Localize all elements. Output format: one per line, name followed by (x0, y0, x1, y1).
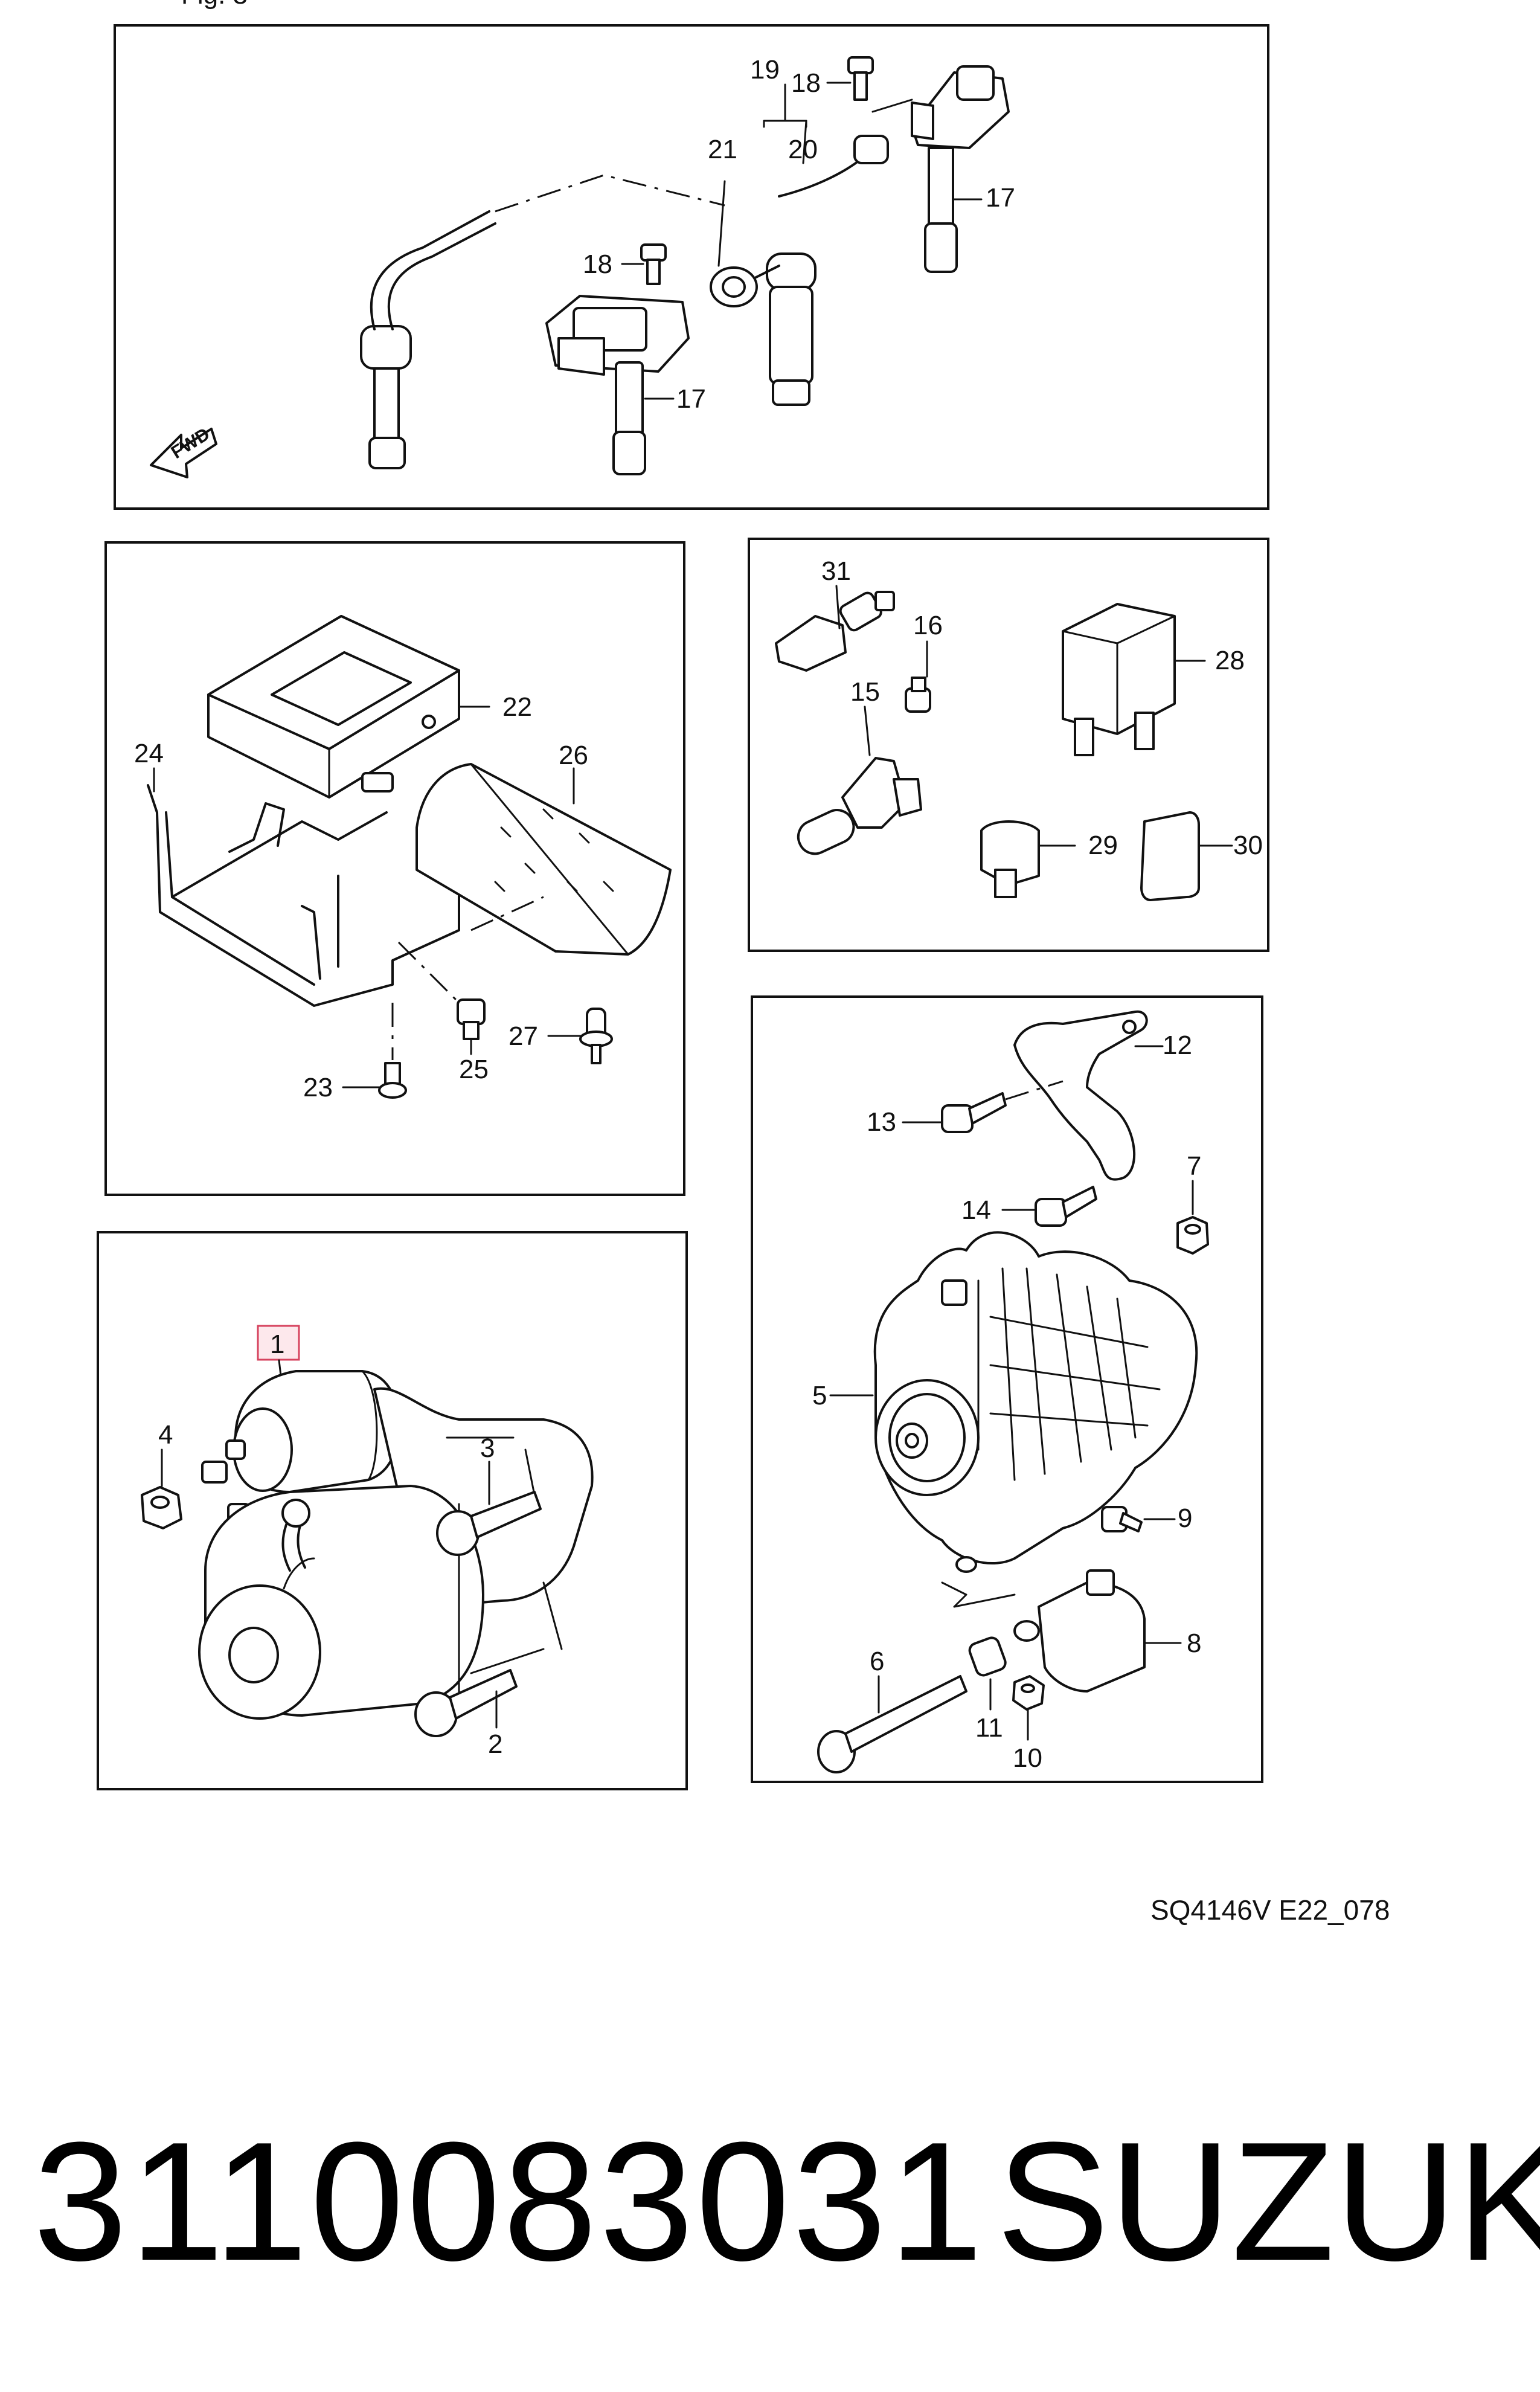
bolt-25 (397, 941, 486, 1055)
bulb-15 (797, 706, 922, 855)
bolt-6 (817, 1675, 967, 1773)
clip-27 (547, 1008, 613, 1064)
plug-boot-center (710, 180, 817, 406)
callout-17-lower: 17 (676, 384, 706, 414)
nut-4 (141, 1448, 182, 1529)
diagram-code: SQ4146V E22_078 (1150, 1894, 1390, 1926)
ecu-panel-frame (104, 541, 685, 1196)
parts-diagram-page: Fig. 3 FWD (97, 0, 1390, 1926)
sensor-31 (775, 585, 895, 672)
callout-31: 31 (821, 556, 851, 586)
cover-30 (1140, 811, 1233, 901)
starter-panel-frame (97, 1231, 688, 1790)
part-number: 3110083031 (33, 2107, 986, 2296)
callout-13: 13 (867, 1107, 896, 1137)
callout-1-highlight-box (257, 1325, 300, 1361)
mount-8 (1013, 1569, 1182, 1693)
ecu-panel: 22 24 26 27 25 23 (104, 541, 685, 1196)
bolt-9 (1101, 1506, 1176, 1532)
callout-12: 12 (1163, 1030, 1192, 1060)
callout-17-upper: 17 (986, 183, 1015, 213)
exploded-parts-diagram: Fig. 3 FWD (97, 0, 1390, 1926)
product-footer (0, 1993, 1540, 2392)
spark-plug-wire-left (360, 174, 725, 469)
callout-9: 9 (1178, 1503, 1192, 1533)
callout-4: 4 (158, 1420, 173, 1450)
ecu-module (207, 615, 490, 799)
bushing-11 (968, 1636, 1007, 1711)
callout-24: 24 (134, 739, 164, 768)
ignition-panel-frame (114, 24, 1269, 510)
bolt-13 (902, 1080, 1064, 1133)
callout-18-lower: 18 (583, 249, 612, 279)
ecu-bracket (147, 767, 460, 1007)
alternator-bracket-12 (1013, 1010, 1164, 1181)
callout-7: 7 (1187, 1151, 1201, 1181)
callout-30: 30 (1233, 831, 1263, 860)
callout-8: 8 (1187, 1628, 1201, 1658)
sensor-panel: 31 16 28 15 29 30 (748, 538, 1269, 952)
ignition-panel: FWD (114, 24, 1269, 510)
bolt-16 (905, 640, 931, 713)
sensor-panel-frame (748, 538, 1269, 952)
callout-19: 19 (750, 55, 780, 85)
nut-10 (1012, 1675, 1045, 1741)
callout-26: 26 (559, 741, 588, 770)
callout-25: 25 (459, 1055, 489, 1084)
callout-20: 20 (788, 135, 818, 164)
callout-29: 29 (1088, 831, 1118, 860)
callout-14: 14 (961, 1195, 991, 1225)
callout-1: 1 (270, 1329, 284, 1359)
callout-5: 5 (812, 1381, 827, 1410)
callout-27: 27 (509, 1021, 538, 1051)
callout-15: 15 (850, 677, 880, 707)
fwd-arrow-icon: FWD (150, 424, 217, 478)
ecu-cover (415, 763, 672, 956)
ignition-coil-lower (545, 295, 690, 475)
callout-23: 23 (303, 1073, 333, 1102)
callout-28: 28 (1215, 646, 1245, 675)
sensor-lead-20 (778, 120, 889, 198)
callout-6: 6 (870, 1647, 884, 1676)
brand-name: SUZUKI (996, 2107, 1540, 2296)
ignition-coil-upper (871, 65, 1010, 273)
callout-16: 16 (913, 611, 943, 640)
header-partial-text: Fig. 3 (181, 0, 248, 10)
callout-11: 11 (975, 1713, 1003, 1743)
callout-10: 10 (1013, 1743, 1042, 1773)
starter-panel: 1 (97, 1231, 688, 1790)
bolt-18-lower (621, 243, 667, 285)
fuse-holder-29 (980, 820, 1076, 898)
bolt-2 (414, 1669, 518, 1737)
nut-7 (1176, 1180, 1209, 1255)
bolt-14 (1001, 1186, 1097, 1227)
callout-3: 3 (480, 1433, 495, 1463)
alternator-5 (829, 1231, 1198, 1608)
callout-22: 22 (502, 692, 532, 722)
starter-motor-1 (198, 1370, 594, 1720)
callout-18-upper: 18 (791, 68, 821, 98)
relay-28 (1062, 603, 1206, 756)
bolt-23 (342, 1003, 407, 1099)
bolt-3 (436, 1461, 542, 1556)
alternator-panel-frame (751, 995, 1263, 1783)
callout-2: 2 (488, 1729, 502, 1759)
alternator-panel: 12 13 7 14 5 9 8 6 11 10 (751, 995, 1263, 1783)
bolt-18-upper (826, 56, 874, 101)
callout-21: 21 (708, 135, 737, 164)
